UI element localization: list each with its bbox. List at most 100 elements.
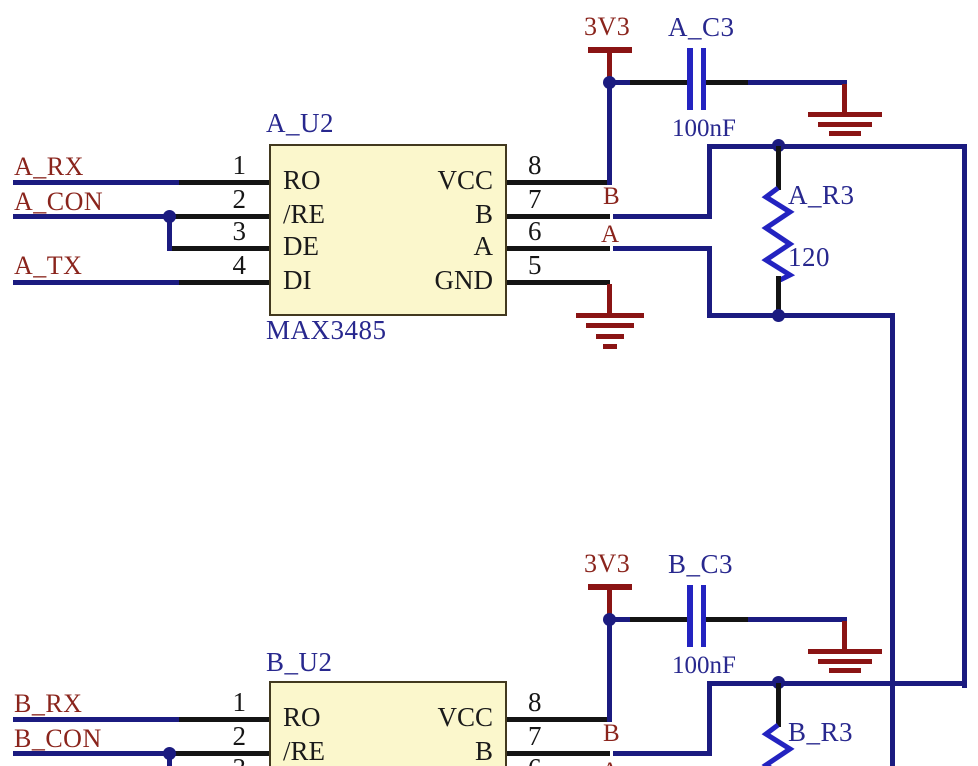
wire-b-net-riser — [707, 681, 712, 756]
pin-number-3: 3 — [200, 755, 247, 766]
power-bar-icon — [588, 584, 632, 590]
wire-cap-to-gnd — [748, 617, 847, 622]
net-label-con: B_CON — [14, 724, 102, 753]
gnd-mid-bar4 — [603, 344, 617, 349]
pin-number-6: 6 — [528, 216, 542, 246]
net-label-tx: A_TX — [14, 251, 83, 280]
gnd-right-stem — [842, 621, 847, 650]
pin-stub-3 — [172, 246, 269, 251]
pin-name-b: B — [474, 736, 493, 766]
net-letter-b: B — [603, 183, 620, 210]
wire-a-net-bus — [710, 313, 895, 318]
cap-designator: A_C3 — [668, 12, 735, 42]
cap-value: 100nF — [672, 652, 736, 679]
cap-designator: B_C3 — [668, 549, 734, 579]
pin-name-re: /RE — [283, 199, 326, 229]
pin-number-4: 4 — [232, 250, 247, 280]
res-value: 120 — [788, 242, 830, 272]
capacitor-plate-left — [687, 48, 693, 110]
wire-b-net-bus — [710, 681, 967, 686]
pin-name-ro: RO — [283, 702, 321, 732]
wire-tx — [13, 280, 179, 285]
pin-stub-6 — [507, 246, 610, 251]
resistor-zigzag — [761, 723, 795, 766]
net-label-con: A_CON — [14, 187, 104, 216]
transceiver-section-b: B_U2 RO /RE VCC B 1 2 3 8 7 6 B_RX B_CON — [0, 537, 978, 766]
pin-stub-7 — [507, 751, 610, 756]
junction-dot-vcc — [603, 76, 616, 89]
wire-b-net — [613, 214, 712, 219]
wire-con-branch — [167, 216, 172, 251]
pin-stub-2 — [172, 751, 269, 756]
pin-name-vcc: VCC — [437, 165, 493, 195]
wire-vcc-riser — [607, 82, 612, 185]
wire-a-net-dropper — [707, 246, 712, 318]
gnd-mid-stem — [607, 284, 612, 315]
gnd-mid-bar2 — [586, 323, 634, 328]
gnd-mid-bar3 — [596, 334, 624, 339]
pin-name-b: B — [474, 199, 493, 229]
power-stem — [607, 52, 612, 85]
net-label-rx: B_RX — [14, 689, 83, 718]
pin-stub-7 — [507, 214, 610, 219]
wire-cap-to-gnd — [748, 80, 847, 85]
wire-cap-left — [610, 617, 632, 622]
pin-name-ro: RO — [283, 165, 321, 195]
ic-designator: B_U2 — [266, 647, 333, 677]
ic-body — [269, 681, 507, 766]
pin-stub-1 — [172, 717, 269, 722]
pin-stub-1 — [172, 180, 269, 185]
pin-number-1: 1 — [232, 150, 247, 180]
wire-rx — [13, 717, 179, 722]
pin-name-a: A — [473, 231, 494, 261]
pin-number-5: 5 — [528, 250, 542, 280]
gnd-right-bar1 — [808, 112, 882, 117]
pin-name-re: /RE — [283, 736, 326, 766]
junction-dot-con — [163, 747, 176, 760]
power-stem — [607, 589, 612, 622]
wire-b-net-riser — [707, 144, 712, 219]
res-designator: B_R3 — [788, 717, 854, 747]
capacitor-plate-right — [701, 585, 706, 647]
wire-con — [13, 751, 175, 756]
gnd-mid-bar1 — [576, 313, 644, 318]
capacitor-plate-left — [687, 585, 693, 647]
pin-stub-5 — [507, 280, 610, 285]
capacitor-plate-right — [701, 48, 706, 110]
pin-stub-8 — [507, 180, 610, 185]
cap-lead-left — [630, 617, 687, 622]
power-label-3v3: 3V3 — [584, 12, 631, 41]
gnd-right-bar3 — [829, 131, 861, 136]
pin-number-1: 1 — [232, 687, 247, 717]
pin-number-7: 7 — [528, 721, 542, 751]
gnd-right-bar3 — [829, 668, 861, 673]
wire-a-net — [613, 246, 712, 251]
power-label-3v3: 3V3 — [584, 549, 631, 578]
cap-lead-left — [630, 80, 687, 85]
wire-bus-b-vertical — [962, 144, 967, 688]
ic-body — [269, 144, 507, 316]
pin-name-gnd: GND — [434, 265, 494, 295]
gnd-right-stem — [842, 84, 847, 113]
net-letter-a: A — [601, 759, 619, 766]
cap-value: 100nF — [672, 115, 736, 142]
pin-number-2: 2 — [232, 184, 247, 214]
power-bar-icon — [588, 47, 632, 53]
wire-vcc-riser — [607, 619, 612, 722]
wire-b-net-bus — [710, 144, 967, 149]
pin-number-8: 8 — [528, 150, 542, 180]
pin-number-6: 6 — [528, 755, 574, 766]
pin-stub-4 — [172, 280, 269, 285]
wire-bus-a-vertical — [890, 313, 895, 766]
net-letter-b: B — [603, 720, 620, 747]
junction-dot-vcc — [603, 613, 616, 626]
wire-con — [13, 214, 175, 219]
cap-lead-right — [706, 80, 750, 85]
pin-stub-8 — [507, 717, 610, 722]
wire-b-net — [613, 751, 712, 756]
pin-name-vcc: VCC — [437, 702, 493, 732]
net-label-rx: A_RX — [14, 152, 84, 181]
ic-designator: A_U2 — [266, 108, 334, 138]
